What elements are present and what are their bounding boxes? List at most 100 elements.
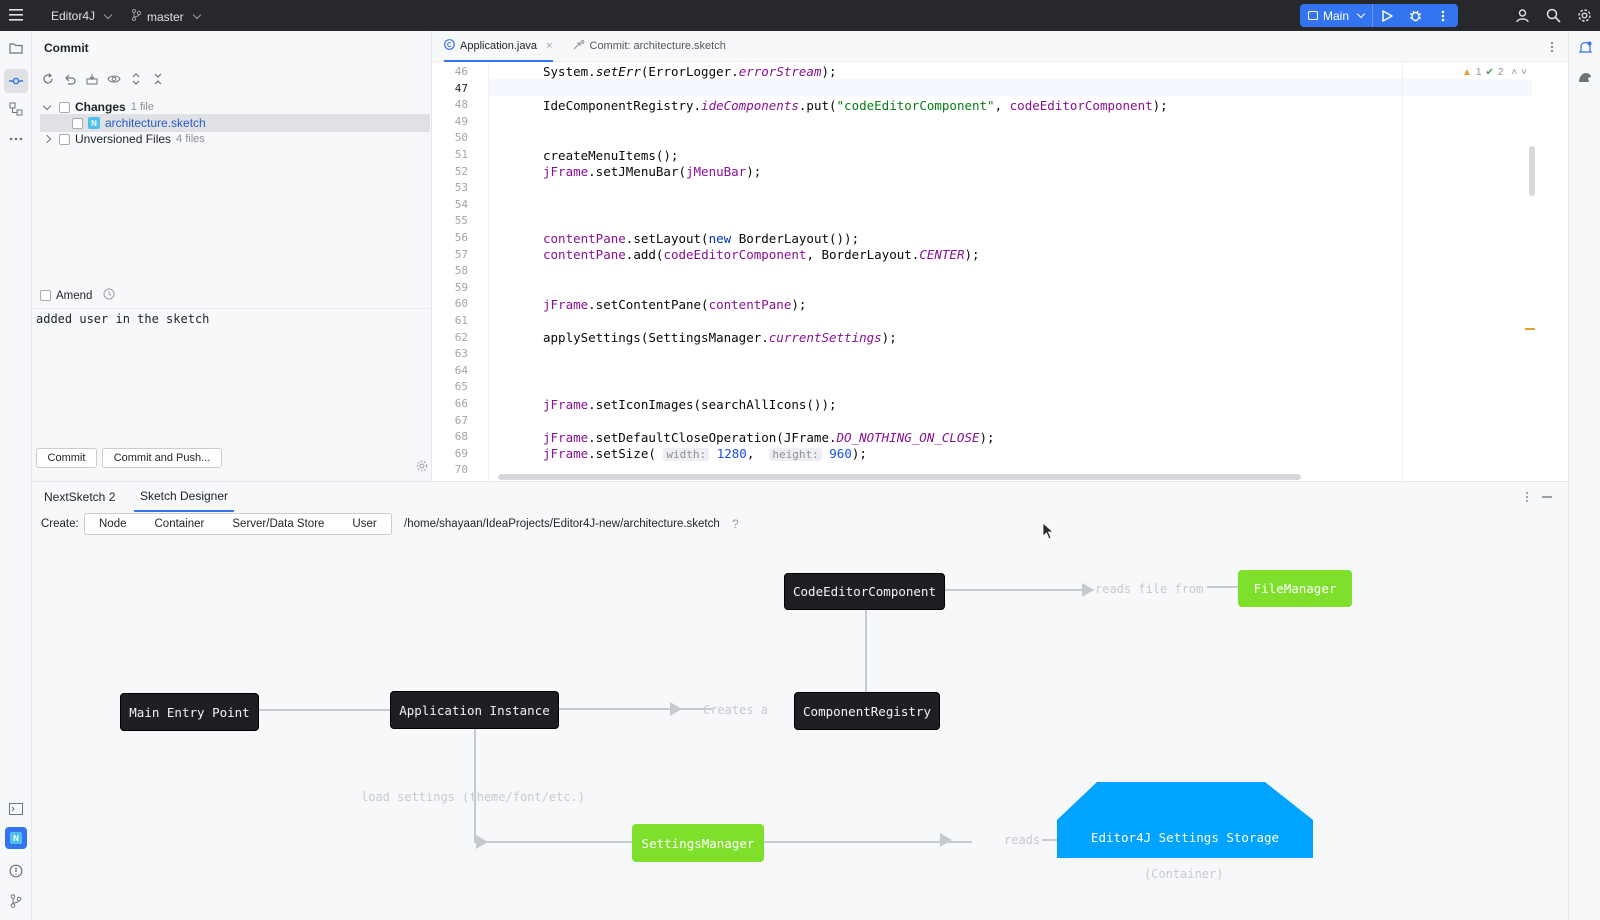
problems-icon[interactable] — [8, 863, 24, 879]
account-icon[interactable] — [1515, 8, 1530, 26]
changes-group-row[interactable]: Changes 1 file — [40, 98, 430, 116]
node-code-editor-component[interactable]: CodeEditorComponent — [784, 573, 945, 610]
tab-sketch-designer[interactable]: Sketch Designer — [134, 482, 234, 512]
line-number: 68 — [454, 430, 468, 444]
collapsed-arrow-icon[interactable] — [42, 134, 52, 144]
horizontal-scrollbar-thumb[interactable] — [498, 474, 1301, 480]
debug-button[interactable] — [1401, 4, 1429, 27]
search-icon[interactable] — [1546, 8, 1561, 26]
sketch-file-path: /home/shayaan/IdeaProjects/Editor4J-new/… — [404, 518, 720, 530]
refresh-icon[interactable] — [40, 71, 56, 87]
warnings-count: 1 — [1475, 67, 1482, 78]
main-menu-icon[interactable] — [9, 9, 23, 21]
preview-diff-eye-icon[interactable] — [106, 71, 122, 87]
create-toolbar: Create: Node Container Server/Data Store… — [32, 512, 1568, 538]
structure-icon[interactable] — [8, 101, 24, 117]
close-tab-icon[interactable]: × — [546, 40, 553, 52]
commit-and-push-button[interactable]: Commit and Push... — [102, 448, 222, 468]
commit-toolbar — [40, 71, 166, 87]
node-settings-manager[interactable]: SettingsManager — [632, 824, 764, 862]
node-component-registry[interactable]: ComponentRegistry — [794, 692, 940, 730]
expanded-arrow-icon[interactable] — [42, 101, 52, 110]
help-icon[interactable]: ? — [732, 517, 739, 531]
line-number: 64 — [454, 363, 468, 377]
code-line: System.setErr(ErrorLogger.errorStream); — [543, 64, 837, 79]
unversioned-group-row[interactable]: Unversioned Files 4 files — [40, 130, 430, 148]
tab-commit-diff[interactable]: Commit: architecture.sketch — [573, 31, 726, 62]
ai-assistant-icon[interactable] — [1577, 69, 1593, 85]
amend-checkbox[interactable] — [40, 290, 51, 301]
line-number: 69 — [454, 446, 468, 460]
node-main-entry-point[interactable]: Main Entry Point — [120, 693, 259, 731]
line-number: 52 — [454, 164, 468, 178]
param-hint-width: width: — [663, 448, 710, 461]
create-container-button[interactable]: Container — [154, 518, 205, 530]
commit-panel-title: Commit — [44, 41, 89, 55]
collapse-all-icon[interactable] — [150, 71, 166, 87]
editor-tabs-more-icon[interactable] — [1550, 41, 1554, 56]
create-server-data-store-button[interactable]: Server/Data Store — [232, 518, 325, 530]
terminal-icon[interactable] — [8, 801, 24, 817]
tool-window-options-icon[interactable] — [1525, 491, 1529, 506]
create-user-button[interactable]: User — [352, 518, 377, 530]
code-line: createMenuItems(); — [543, 148, 679, 163]
expand-all-icon[interactable] — [128, 71, 144, 87]
node-application-instance[interactable]: Application Instance — [390, 691, 559, 729]
minimize-icon[interactable] — [1542, 496, 1552, 498]
line-number: 55 — [454, 214, 468, 228]
shelve-icon[interactable] — [84, 71, 100, 87]
project-selector[interactable]: Editor4J — [51, 9, 113, 23]
line-number: 49 — [454, 114, 468, 128]
commit-options-gear-icon[interactable] — [416, 460, 428, 475]
tab-nextsketch[interactable]: NextSketch 2 — [44, 482, 115, 512]
param-hint-height: height: — [769, 448, 822, 461]
node-file-manager[interactable]: FileManager — [1238, 570, 1352, 607]
code-line: jFrame.setSize( width: 1280, height: 960… — [543, 446, 867, 461]
commit-message-field[interactable]: added user in the sketch — [32, 308, 432, 443]
nextsketch-tool-icon[interactable]: N — [5, 827, 27, 849]
changes-count: 1 file — [130, 101, 154, 113]
sketch-canvas[interactable]: Creates a reads file from load settings … — [32, 522, 1568, 918]
more-actions-button[interactable] — [1429, 4, 1457, 27]
code-line: jFrame.setContentPane(contentPane); — [543, 297, 807, 312]
code-line: jFrame.setJMenuBar(jMenuBar); — [543, 164, 762, 179]
git-icon[interactable] — [8, 893, 24, 909]
line-number: 66 — [454, 397, 468, 410]
run-configuration-selector[interactable]: Main — [1300, 4, 1374, 27]
more-tools-icon[interactable] — [8, 131, 24, 147]
file-checkbox[interactable] — [72, 117, 83, 129]
changed-file-row[interactable]: N architecture.sketch — [40, 114, 430, 132]
code-line: IdeComponentRegistry.ideComponents.put("… — [543, 98, 1168, 113]
vertical-scrollbar-thumb[interactable] — [1529, 146, 1535, 196]
notifications-bell-icon[interactable] — [1577, 40, 1593, 56]
run-config-name: Main — [1323, 8, 1350, 23]
unversioned-checkbox[interactable] — [59, 133, 70, 145]
settings-gear-icon[interactable] — [1577, 8, 1592, 26]
container-settings-storage[interactable]: Editor4J Settings Storage — [1057, 782, 1313, 858]
code-area[interactable]: System.setErr(ErrorLogger.errorStream); … — [488, 62, 1538, 482]
changes-checkbox[interactable] — [59, 101, 70, 113]
line-number: 53 — [454, 181, 468, 195]
run-button[interactable] — [1373, 4, 1401, 27]
warning-stripe-marker[interactable] — [1525, 328, 1535, 330]
create-label: Create: — [41, 518, 79, 530]
commit-message-text: added user in the sketch — [36, 312, 210, 326]
chevron-down-icon[interactable]: ˅ — [1521, 67, 1528, 78]
rollback-icon[interactable] — [62, 71, 78, 87]
code-line: contentPane.setLayout(new BorderLayout()… — [543, 231, 860, 246]
tab-application-java[interactable]: Application.java × — [444, 31, 553, 62]
line-number: 63 — [454, 347, 468, 361]
code-line: jFrame.setIconImages(searchAllIcons()); — [543, 397, 837, 412]
commit-tool-icon[interactable] — [4, 69, 28, 93]
commit-button[interactable]: Commit — [36, 448, 97, 468]
project-name: Editor4J — [51, 9, 96, 23]
project-folder-icon[interactable] — [8, 40, 24, 56]
code-editor: Application.java × Commit: architecture.… — [432, 31, 1568, 482]
create-node-button[interactable]: Node — [99, 518, 127, 530]
history-clock-icon[interactable] — [103, 288, 115, 303]
container-title: Editor4J Settings Storage — [1090, 830, 1280, 845]
amend-row: Amend — [40, 288, 115, 303]
inspection-widget[interactable]: ▲1 ✔2 ˄ ˅ — [1462, 67, 1527, 78]
chevron-up-icon[interactable]: ˄ — [1511, 67, 1518, 78]
branch-selector[interactable]: master — [131, 8, 201, 24]
